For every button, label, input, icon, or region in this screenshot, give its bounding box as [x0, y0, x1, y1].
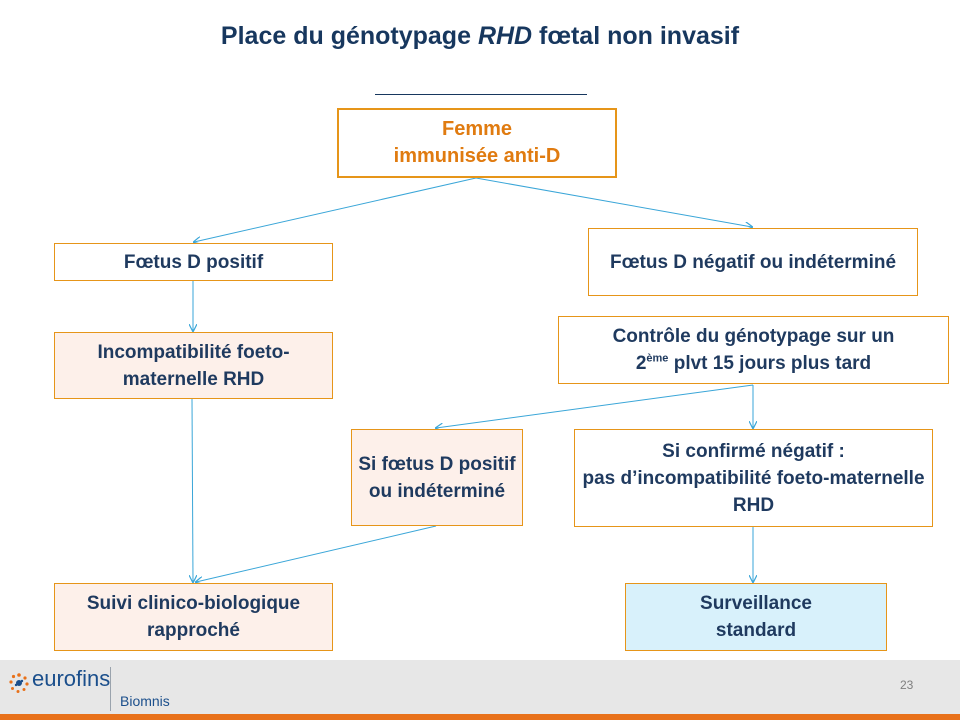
node-controle-line1: Contrôle du génotypage sur un	[612, 326, 895, 347]
page-title: Place du génotypage RHD fœtal non invasi…	[0, 22, 960, 51]
footer-accent-line	[0, 714, 960, 720]
biomnis-label: Biomnis	[120, 693, 170, 709]
node-controle-genotypage: Contrôle du génotypage sur un 2ème plvt …	[558, 316, 949, 384]
node-si-confirme-negatif: Si confirmé négatif : pas d’incompatibil…	[574, 429, 933, 527]
node-si-foetus-positif-label: Si fœtus D positif ou indéterminé	[358, 453, 516, 502]
node-si-confirme-line1: Si confirmé négatif :	[662, 440, 845, 462]
eurofins-logo-icon	[9, 673, 29, 693]
node-surveillance-standard: Surveillance standard	[625, 583, 887, 651]
footer-bar	[0, 660, 960, 720]
node-controle-ordinal-sup: ème	[646, 352, 669, 365]
arrow-incompat-to-suivi	[192, 398, 193, 582]
node-suivi-rapproche: Suivi clinico-biologique rapproché	[54, 583, 333, 651]
node-suivi-rapproche-label: Suivi clinico-biologique rapproché	[86, 593, 301, 641]
node-incompatibilite: Incompatibilité foeto-maternelle RHD	[54, 332, 333, 399]
node-controle-rest: plvt 15 jours plus tard	[668, 353, 872, 374]
node-foetus-d-negatif-label: Fœtus D négatif ou indéterminé	[609, 251, 897, 273]
arrow-control-to-si-positive	[436, 384, 754, 428]
node-femme-line2: immunisée anti-D	[393, 145, 561, 167]
node-foetus-d-positif: Fœtus D positif	[54, 243, 333, 281]
arrow-root-to-positive	[194, 177, 477, 242]
eurofins-logo-text: eurofins	[32, 666, 111, 691]
logo-divider	[110, 667, 111, 711]
title-prefix: Place du génotypage	[220, 22, 478, 50]
node-surveillance-line1: Surveillance	[700, 593, 812, 614]
node-si-confirme-line2: pas d’incompatibilité foeto-maternelle R…	[582, 467, 925, 516]
title-suffix: fœtal non invasif	[532, 22, 740, 50]
page-number: 23	[900, 678, 914, 692]
arrow-root-to-negative	[475, 177, 752, 227]
title-emphasis: RHD	[477, 22, 533, 50]
title-underline	[375, 94, 587, 95]
node-si-foetus-positif: Si fœtus D positif ou indéterminé	[351, 429, 523, 526]
node-femme-immunisee: Femme immunisée anti-D	[337, 108, 617, 178]
arrow-si-positive-to-suivi	[196, 525, 437, 582]
node-surveillance-line2: standard	[715, 620, 797, 641]
node-foetus-d-negatif: Fœtus D négatif ou indéterminé	[588, 228, 918, 296]
node-femme-line1: Femme	[441, 118, 513, 140]
node-controle-line2: 2ème plvt 15 jours plus tard	[636, 350, 871, 377]
node-controle-ordinal: 2	[635, 353, 647, 374]
node-foetus-d-positif-label: Fœtus D positif	[123, 251, 264, 273]
node-incompatibilite-label: Incompatibilité foeto-maternelle RHD	[97, 341, 290, 390]
